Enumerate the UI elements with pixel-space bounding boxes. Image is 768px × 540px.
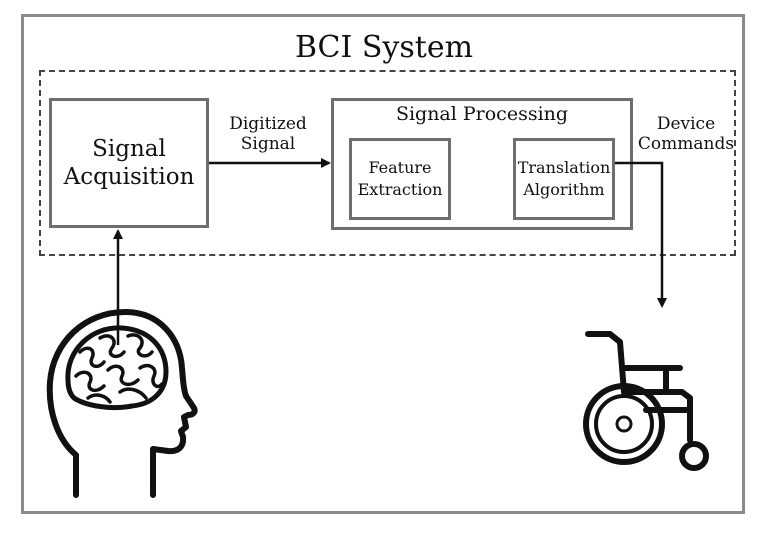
human-head-brain-icon bbox=[46, 309, 198, 498]
device-commands-arrow bbox=[615, 161, 667, 308]
translation-algorithm-box: Translation Algorithm bbox=[513, 138, 615, 220]
diagram-title: BCI System bbox=[294, 30, 474, 65]
feature-extraction-box: Feature Extraction bbox=[349, 138, 451, 220]
wheelchair-icon bbox=[583, 331, 709, 471]
digitized-signal-label: Digitized Signal bbox=[229, 114, 307, 154]
signal-processing-label: Signal Processing bbox=[395, 103, 569, 125]
signal-acquisition-box: Signal Acquisition bbox=[49, 98, 209, 228]
device-commands-label: Device Commands bbox=[637, 114, 735, 154]
bci-system-boundary bbox=[39, 70, 736, 256]
